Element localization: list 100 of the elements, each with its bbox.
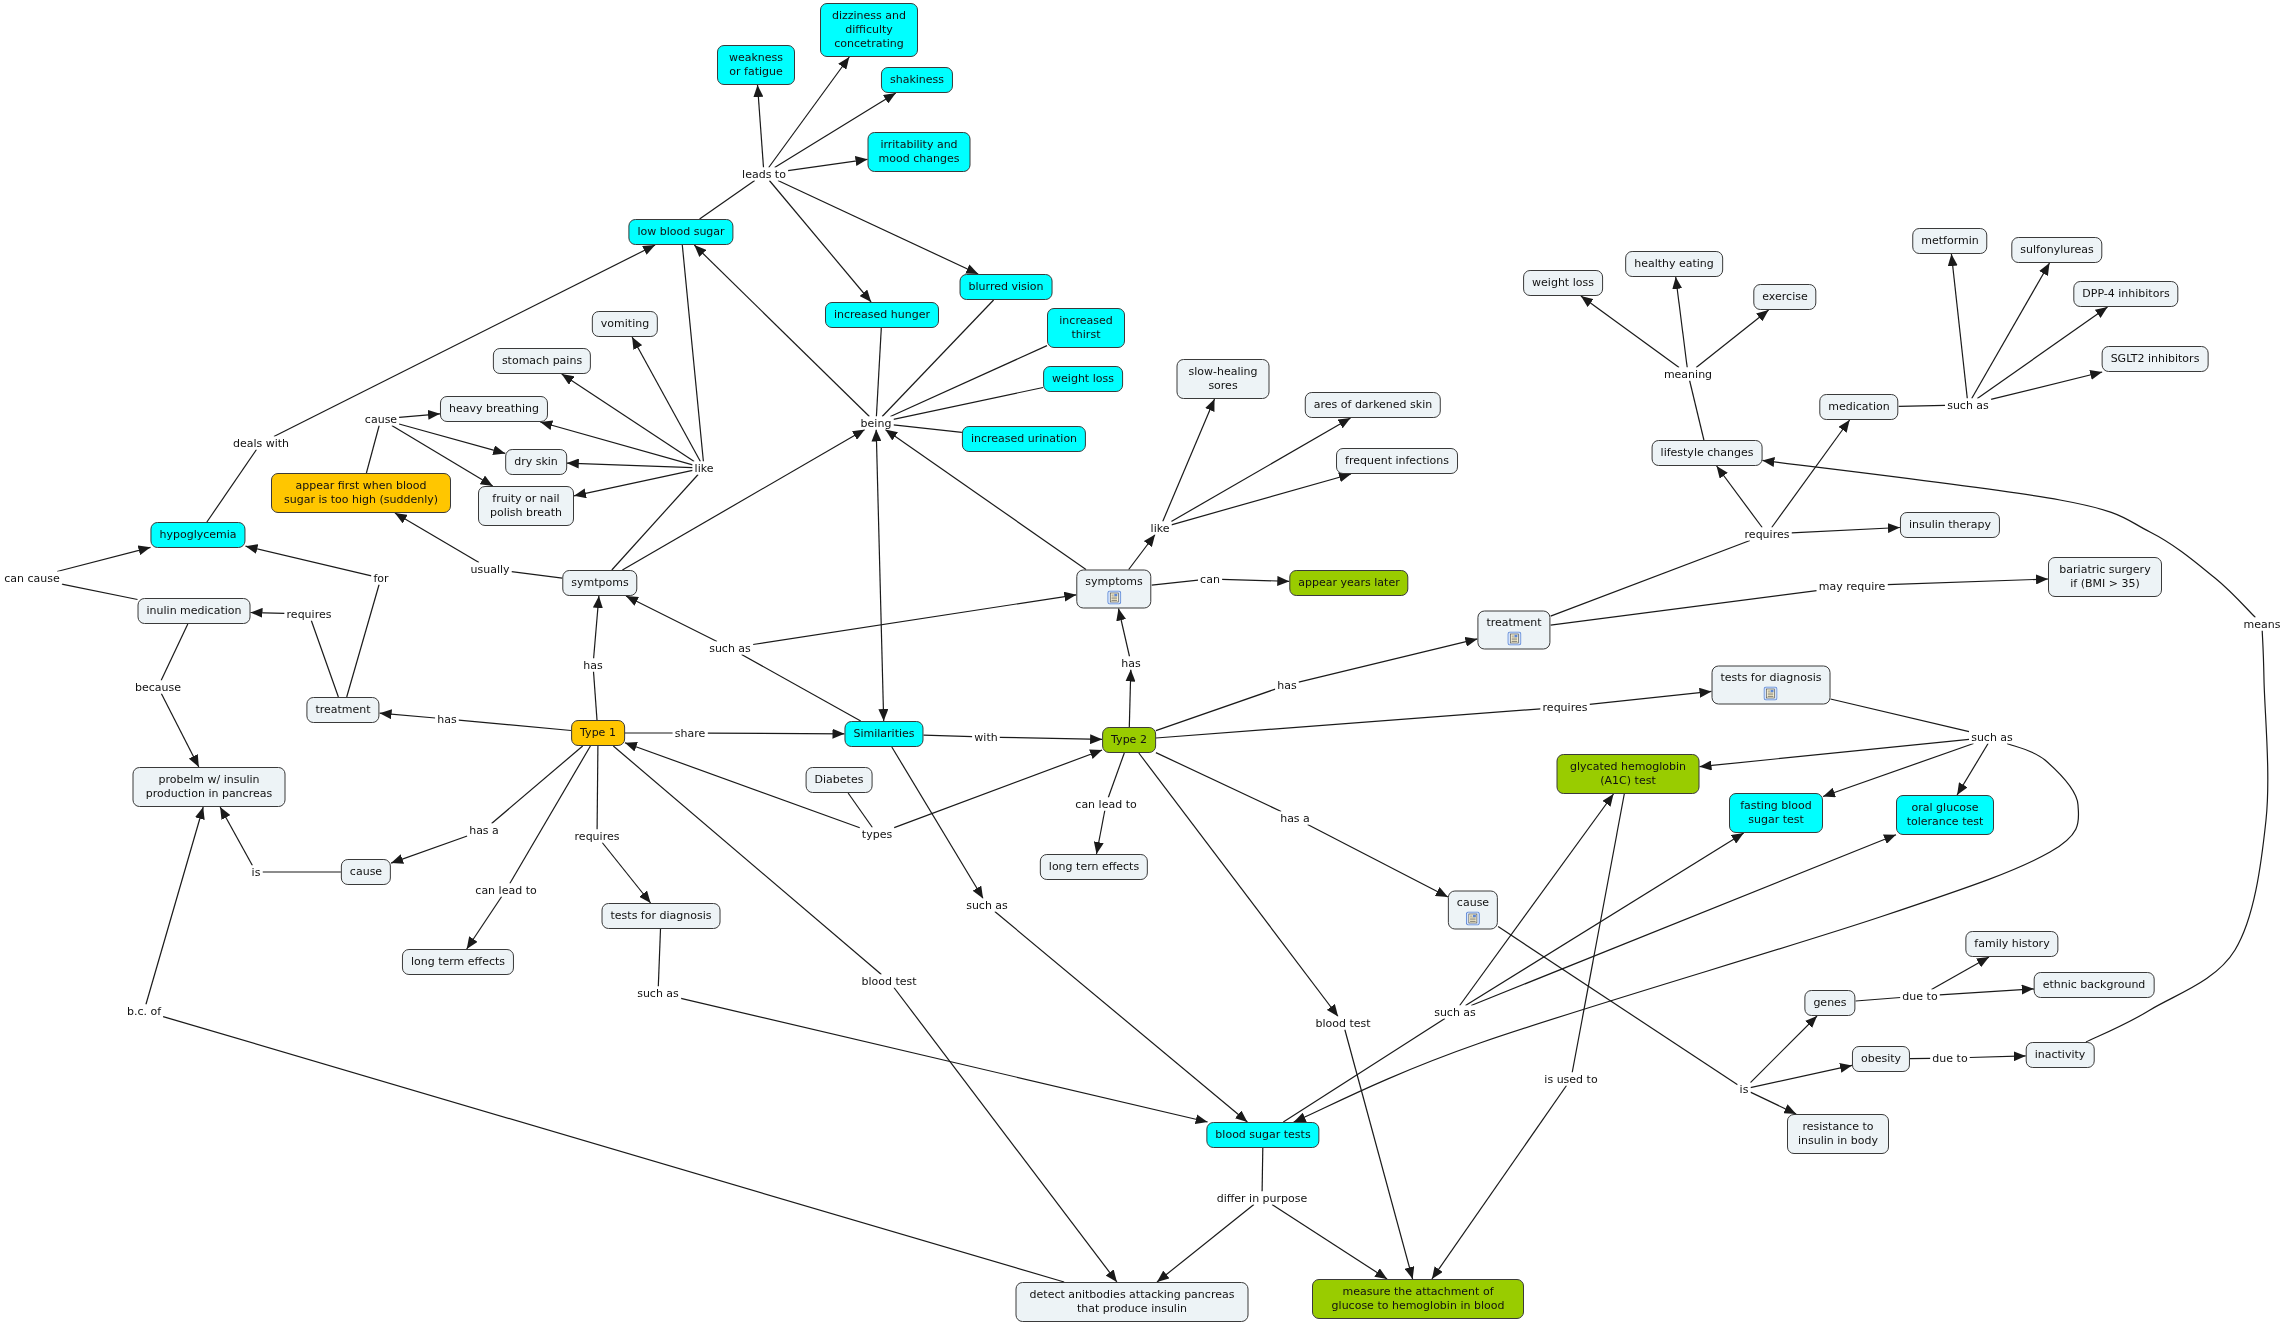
connector-line [881,299,995,418]
connector-line [681,244,704,463]
arrow [1969,1051,2027,1062]
concept-label: stomach pains [501,354,583,368]
concept-label: resistance to insulin in body [1796,1120,1879,1148]
concept-label: genes [1813,996,1847,1010]
concept-label: ares of darkened skin [1313,398,1433,412]
arrow [1947,253,1968,400]
concept-label: weight loss [1052,372,1114,386]
concept-box [1039,854,1149,880]
concept-box [2033,972,2155,998]
connector-line [1689,379,1705,441]
concept-label: low blood sugar [637,225,725,239]
arrow [1749,1063,1853,1089]
connector-line [310,619,339,698]
connector-line [612,745,882,976]
concept-label: blurred vision [968,280,1044,294]
concept-label: increased hunger [834,308,930,322]
concept-box [1851,1046,1911,1072]
linking-phrase: usually [468,562,512,576]
arrow [1749,1015,1818,1084]
concept-label: long term effects [410,955,506,969]
concept-box [1965,931,2059,957]
concept-box [1336,448,1458,474]
arrow [601,841,652,904]
connector-line [206,448,258,523]
arrow [768,179,872,303]
linking-phrase: with [972,730,1000,744]
linking-phrase: such as [707,641,753,655]
connector-line [346,583,380,698]
linking-phrase: has a [467,823,501,837]
concept-box [961,426,1087,452]
arrow [768,56,850,169]
concept-label: treatment [1486,615,1542,630]
linking-phrase: can lead to [1073,797,1139,811]
concept-box [591,311,659,337]
concept-label: fruity or nail polish breath [488,492,564,520]
concept-label: cause [1456,895,1490,910]
concept-label: metformin [1921,234,1979,248]
arrow [787,156,869,172]
linking-phrase: is [249,865,263,879]
linking-phrase: due to [1900,989,1940,1003]
concept-box [1896,795,1994,835]
arrow [391,424,494,487]
arrow [1431,1084,1568,1280]
concept-box [1711,665,1831,705]
concept-box [2025,1042,2095,1068]
concept-label: probelm w/ insulin production in pancreas [144,773,274,801]
concept-box [1206,1122,1320,1148]
linking-phrase: share [672,726,708,740]
concept-box [562,570,638,596]
arrow [631,336,701,463]
linking-phrase: for [371,571,391,585]
arrow [244,544,372,577]
connector-line [889,345,1048,418]
connector-line [458,719,572,732]
arrow [1956,742,1989,796]
connector-line [892,386,1044,420]
connector-line [1151,579,1199,586]
concept-label: lifestyle changes [1660,446,1754,460]
concept-label: medication [1828,400,1890,414]
linking-phrase: requires [284,607,334,621]
connector-line [162,1016,1065,1283]
arrow [1307,823,1449,898]
connector-line [1571,793,1625,1074]
arrow [1162,398,1216,523]
concept-box [1312,1279,1524,1319]
arrow [1156,1203,1255,1283]
arrow [1128,533,1156,571]
linking-phrase: requires [1742,527,1792,541]
concept-label: long tern effects [1048,860,1140,874]
concept-label: tests for diagnosis [610,909,712,923]
concept-box [1523,270,1603,296]
connector-line [892,424,963,433]
concept-label: glycated hemoglobin (A1C) test [1569,760,1687,788]
arrow [994,910,1248,1123]
concept-box [1556,754,1700,794]
concept-label: obesity [1860,1052,1902,1066]
connector-line [922,734,973,738]
connector-line [1261,1147,1264,1193]
linking-phrase: requires [1540,700,1590,714]
concept-label: irritability and mood changes [877,138,961,166]
arrow [273,244,656,438]
arrow [693,244,870,418]
concept-label: Type 1 [580,726,616,740]
arrow [1580,295,1680,369]
arrow [1749,1091,1797,1115]
arrow [1464,832,1745,1007]
arrow [884,428,1087,571]
concept-label: inactivity [2034,1048,2086,1062]
connector-line [1898,404,1946,407]
arrow [1771,419,1851,529]
concept-box [2073,281,2179,307]
concept-label: hypoglycemia [159,528,237,542]
arrow [1125,668,1136,728]
connector-line [592,670,598,721]
concept-box [1043,366,1123,392]
concept-label: SGLT2 inhibitors [2110,352,2200,366]
linking-phrase: is [1737,1082,1751,1096]
connector-line [160,623,189,682]
